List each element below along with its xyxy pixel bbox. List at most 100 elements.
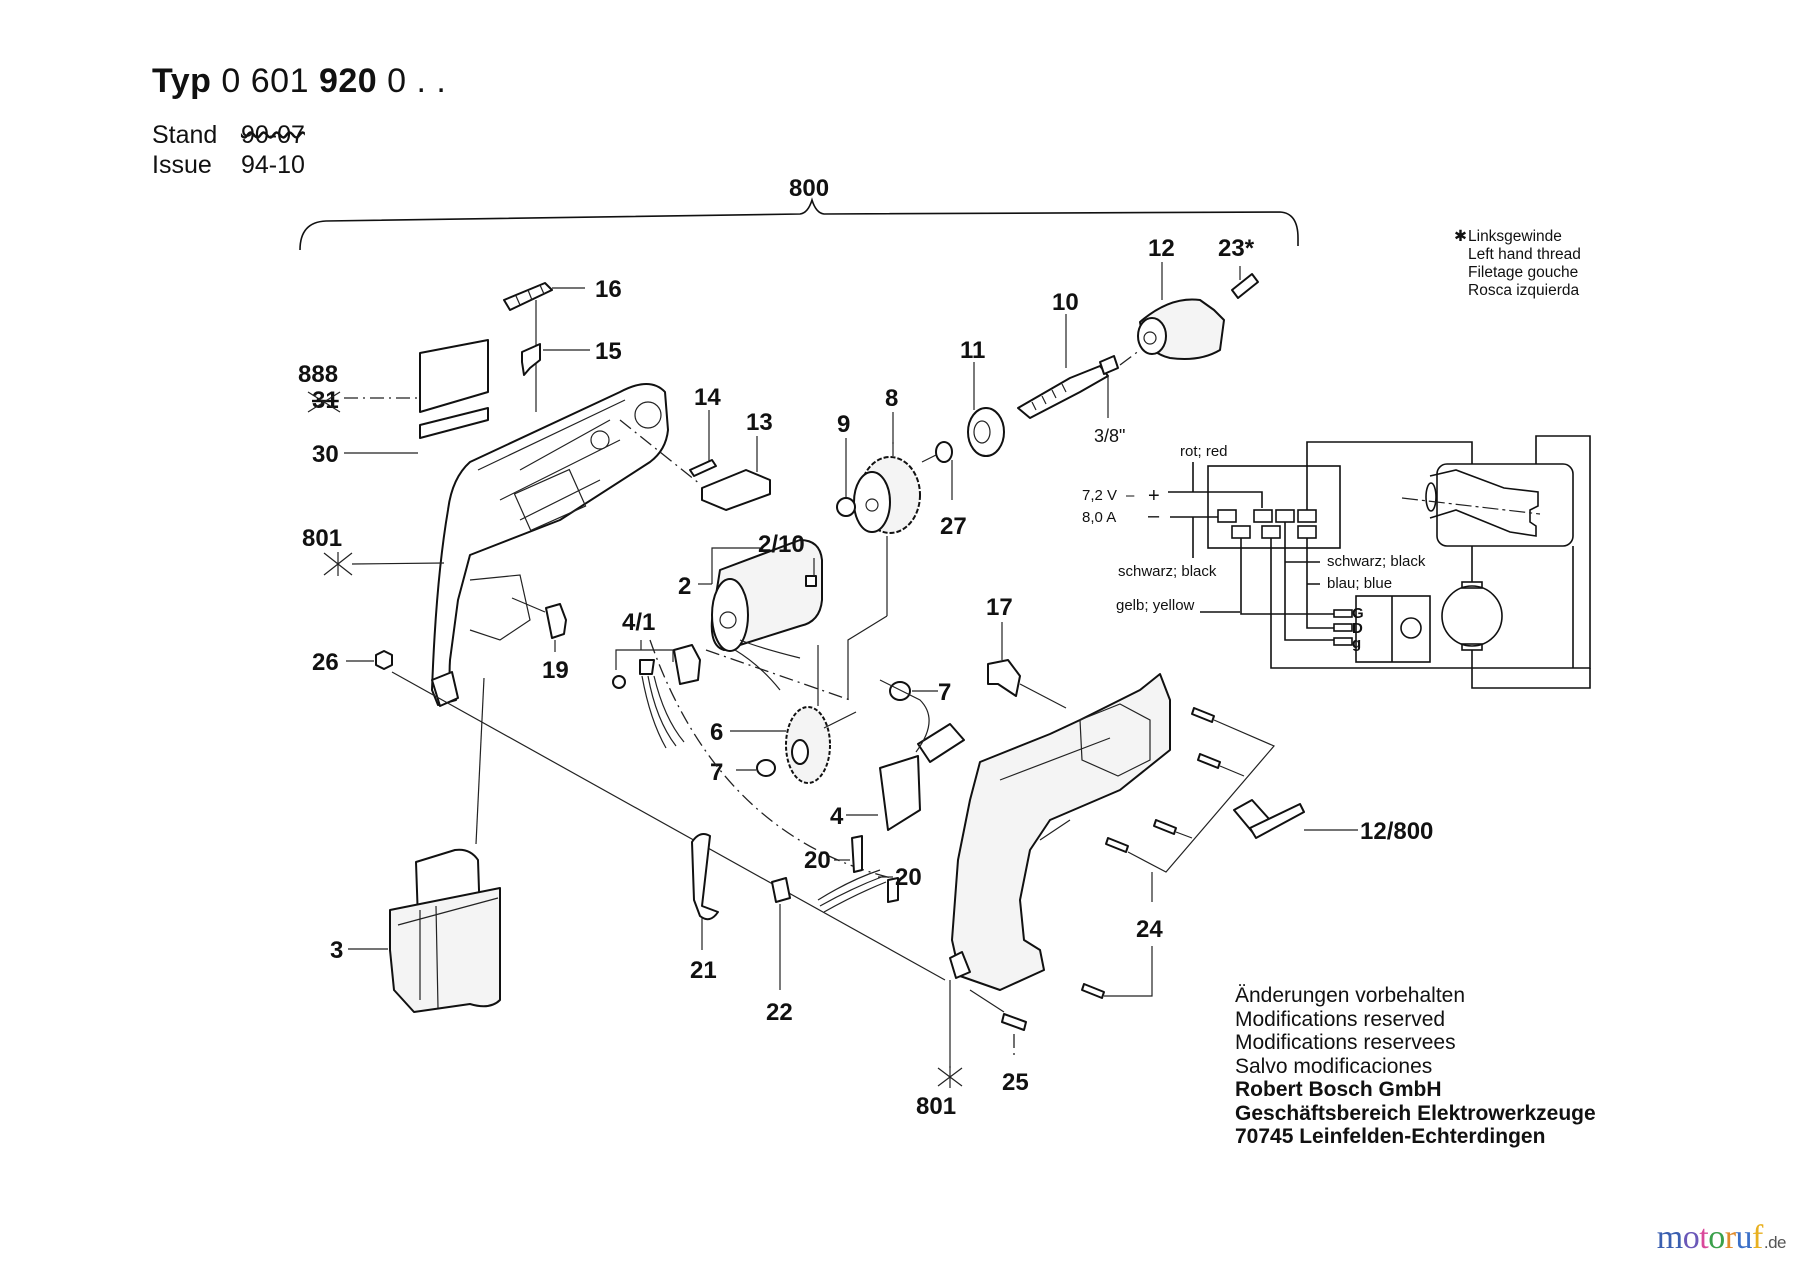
pin-d-label: D bbox=[1352, 620, 1363, 637]
part-label-17[interactable]: 17 bbox=[986, 594, 1013, 621]
part-label-2[interactable]: 2 bbox=[678, 573, 691, 600]
type-main: 920 bbox=[318, 62, 378, 100]
current-label: 8,0 A bbox=[1082, 509, 1116, 526]
part-label-20[interactable]: 20 bbox=[804, 847, 831, 874]
motor-2: 2 2/10 bbox=[678, 531, 823, 691]
watermark-letter: t bbox=[1699, 1219, 1709, 1256]
part-label-25[interactable]: 25 bbox=[1002, 1069, 1029, 1096]
part-label-6[interactable]: 6 bbox=[710, 719, 723, 746]
note-line: Linksgewinde bbox=[1468, 228, 1562, 245]
motoruf-watermark[interactable]: motoruf.de bbox=[1657, 1219, 1787, 1257]
screw-25: 25 bbox=[969, 989, 1029, 1096]
footer-notice: Änderungen vorbehalten Modifications res… bbox=[1235, 984, 1596, 1149]
part-label-12[interactable]: 12 bbox=[1148, 235, 1175, 262]
company-name: Robert Bosch GmbH bbox=[1235, 1078, 1442, 1101]
bushing-7-lower: 7 bbox=[710, 759, 776, 786]
left-hand-thread-note: ✱ Linksgewinde Left hand thread Filetage… bbox=[1454, 228, 1581, 300]
part-label-24[interactable]: 24 bbox=[1136, 916, 1163, 943]
type-suffix: 0 . . bbox=[387, 62, 447, 100]
part-label-16[interactable]: 16 bbox=[595, 276, 622, 303]
marker-801-left: 801 bbox=[302, 525, 445, 576]
washer-9: 9 bbox=[836, 411, 856, 517]
part-label-20[interactable]: 20 bbox=[895, 864, 922, 891]
watermark-letter: r bbox=[1724, 1219, 1736, 1256]
wire-red-label: rot; red bbox=[1180, 443, 1228, 460]
gear-6: 6 bbox=[710, 645, 857, 784]
spindle-10: 10 3/8" bbox=[1017, 289, 1125, 446]
clip-17: 17 bbox=[986, 594, 1067, 709]
revision-block: Stand 90-07 Issue 94-10 bbox=[152, 120, 305, 180]
pin-g-label: G bbox=[1352, 605, 1364, 622]
wire-yellow-label: gelb; yellow bbox=[1116, 597, 1195, 614]
part-label-4-1[interactable]: 4/1 bbox=[622, 609, 655, 636]
slider-13: 13 bbox=[619, 409, 773, 511]
right-housing-half bbox=[949, 673, 1171, 991]
part-label-2-10[interactable]: 2/10 bbox=[758, 531, 805, 558]
battery-pack-3: 3 bbox=[330, 677, 501, 1013]
wiring-schematic: 7,2 V 8,0 A – + – rot; red schwarz; blac… bbox=[1082, 435, 1591, 689]
part-label-26[interactable]: 26 bbox=[312, 649, 339, 676]
minus-terminal-label: – bbox=[1148, 505, 1160, 527]
part-label-12-800[interactable]: 12/800 bbox=[1360, 818, 1433, 845]
note-line: Filetage gouche bbox=[1468, 264, 1579, 281]
gear-8: 8 bbox=[847, 385, 921, 700]
left-housing-half bbox=[431, 383, 669, 707]
part-label-11[interactable]: 11 bbox=[960, 337, 985, 364]
part-label-22[interactable]: 22 bbox=[766, 999, 793, 1026]
bit-16: 16 bbox=[503, 276, 622, 412]
stand-label: Stand bbox=[152, 121, 218, 149]
issue-label: Issue bbox=[152, 151, 212, 179]
watermark-letter: o bbox=[1682, 1219, 1700, 1256]
voltage-label: 7,2 V bbox=[1082, 487, 1117, 504]
type-prefix: 0 601 bbox=[221, 62, 309, 100]
part-label-8[interactable]: 8 bbox=[885, 385, 898, 412]
part-label-23[interactable]: 23* bbox=[1218, 235, 1255, 262]
company-division: Geschäftsbereich Elektrowerkzeuge bbox=[1235, 1101, 1596, 1125]
part-label-21[interactable]: 21 bbox=[690, 957, 717, 984]
type-label: Typ bbox=[152, 62, 212, 100]
thread-size-label[interactable]: 3/8" bbox=[1094, 426, 1125, 446]
watermark-tld: .de bbox=[1763, 1233, 1787, 1252]
stand-value: 90-07 bbox=[240, 121, 305, 149]
issue-value: 94-10 bbox=[240, 151, 305, 179]
note-line: Left hand thread bbox=[1468, 246, 1581, 263]
wire-black-label: schwarz; black bbox=[1327, 553, 1426, 570]
part-label-15[interactable]: 15 bbox=[595, 338, 622, 365]
part-label-14[interactable]: 14 bbox=[694, 384, 721, 411]
part-label-30[interactable]: 30 bbox=[312, 441, 339, 468]
marker-801-bottom: 801 bbox=[916, 980, 963, 1120]
washer-27: 27 bbox=[921, 441, 967, 540]
watermark-letter: f bbox=[1752, 1219, 1763, 1256]
part-label-9[interactable]: 9 bbox=[837, 411, 850, 438]
part-label-3[interactable]: 3 bbox=[330, 937, 343, 964]
chuck-key-12-800: 12/800 bbox=[1233, 799, 1433, 845]
part-label-801[interactable]: 801 bbox=[302, 525, 342, 552]
bearing-11: 11 bbox=[960, 337, 1005, 457]
pin-g-lower-label: g bbox=[1352, 635, 1361, 652]
part-label-10[interactable]: 10 bbox=[1052, 289, 1079, 316]
dash-label: – bbox=[1126, 487, 1135, 504]
model-type-title: Typ 0 601 920 0 . . bbox=[152, 62, 446, 101]
part-label-19[interactable]: 19 bbox=[542, 657, 569, 684]
nut-26: 26 bbox=[312, 649, 946, 981]
part-label-27[interactable]: 27 bbox=[940, 513, 967, 540]
nameplate-888: 888 31 30 bbox=[298, 339, 489, 468]
screw-23-left-hand: 23* bbox=[1218, 235, 1259, 299]
clip-21: 21 bbox=[690, 833, 719, 984]
part-label-4[interactable]: 4 bbox=[830, 803, 844, 830]
watermark-letter: o bbox=[1708, 1219, 1725, 1256]
part-label-7[interactable]: 7 bbox=[710, 759, 723, 786]
part-label-800[interactable]: 800 bbox=[789, 175, 829, 202]
footer-line: Salvo modificaciones bbox=[1235, 1054, 1433, 1078]
assembly-800-bracket: 800 bbox=[299, 175, 1299, 251]
wire-blue-label: blau; blue bbox=[1327, 575, 1392, 592]
part-label-13[interactable]: 13 bbox=[746, 409, 773, 436]
note-line: Rosca izquierda bbox=[1468, 282, 1580, 299]
company-address: 70745 Leinfelden-Echterdingen bbox=[1235, 1125, 1546, 1148]
chuck-12: 12 bbox=[1119, 235, 1225, 366]
issue-row: Issue 94-10 bbox=[152, 150, 305, 180]
part-label-888[interactable]: 888 bbox=[298, 361, 338, 388]
part-label-7[interactable]: 7 bbox=[938, 679, 951, 706]
part-label-801[interactable]: 801 bbox=[916, 1093, 956, 1120]
